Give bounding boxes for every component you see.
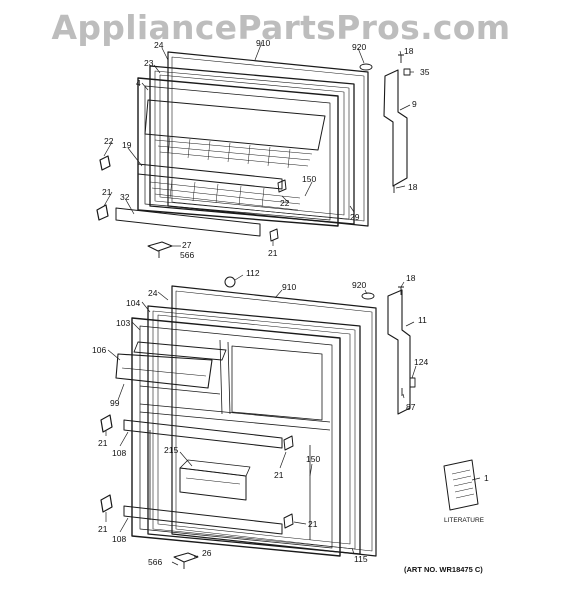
callout-lower-1: 1 xyxy=(484,473,489,483)
callout-upper-22-right: 22 xyxy=(280,198,290,208)
art-number: (ART NO. WR18475 C) xyxy=(404,565,483,574)
lower-gasket xyxy=(147,305,361,555)
literature-label: LITERATURE xyxy=(444,517,485,524)
literature-booklet-icon xyxy=(443,459,479,511)
callout-lower-920: 920 xyxy=(352,280,366,290)
lower-door-liner xyxy=(131,317,341,557)
lower-plug-right-icon xyxy=(361,292,375,300)
callout-lower-112: 112 xyxy=(246,268,260,278)
callout-lower-21-a: 21 xyxy=(98,438,108,448)
callout-lower-566: 566 xyxy=(148,557,162,567)
upper-rail-support-right-icon xyxy=(269,228,279,242)
upper-shelf-rail xyxy=(137,163,283,190)
lower-part-labels: 112 910 920 18 24 104 103 11 106 124 99 … xyxy=(92,268,489,567)
lower-shelf-rail-upper xyxy=(123,419,283,449)
callout-upper-27: 27 xyxy=(182,240,192,250)
callout-lower-99: 99 xyxy=(110,398,120,408)
callout-lower-103: 103 xyxy=(116,318,130,328)
lower-clip-icon xyxy=(409,377,416,388)
upper-screw-icon xyxy=(398,54,404,63)
callout-upper-23: 23 xyxy=(144,58,154,68)
upper-shelf-support-right-icon xyxy=(277,179,287,193)
callout-upper-21-left: 21 xyxy=(102,187,112,197)
callout-lower-24: 24 xyxy=(148,288,158,298)
callout-lower-108-b: 108 xyxy=(112,534,126,544)
callout-lower-150: 150 xyxy=(306,454,320,464)
callout-upper-566: 566 xyxy=(180,250,194,260)
lower-shelf-support-left-icon xyxy=(100,414,113,433)
upper-part-labels: 910 920 18 35 9 18 24 23 4 22 19 150 22 … xyxy=(102,38,430,260)
callout-lower-26: 26 xyxy=(202,548,212,558)
upper-handle-bracket xyxy=(383,69,408,187)
lower-rail-support-left-icon xyxy=(100,494,113,513)
lower-door-assembly xyxy=(100,274,481,569)
callout-lower-910: 910 xyxy=(282,282,296,292)
callout-upper-24: 24 xyxy=(154,40,164,50)
callout-upper-910: 910 xyxy=(256,38,270,48)
lower-shelf-rail-lower xyxy=(123,505,283,535)
callout-upper-4: 4 xyxy=(136,78,141,88)
lower-plug-icon xyxy=(224,276,236,288)
callout-upper-18-bottom: 18 xyxy=(408,182,418,192)
lower-outer-door-panel xyxy=(171,285,377,557)
callout-lower-115: 115 xyxy=(354,554,368,564)
lower-dairy-door xyxy=(115,353,213,389)
callout-upper-150: 150 xyxy=(302,174,316,184)
upper-stop-icon xyxy=(147,241,173,252)
callout-lower-21-c: 21 xyxy=(98,524,108,534)
callout-upper-19: 19 xyxy=(122,140,132,150)
callout-upper-9: 9 xyxy=(412,99,417,109)
upper-shelf-support-left-icon xyxy=(99,155,111,171)
callout-lower-18: 18 xyxy=(406,273,416,283)
callout-lower-124: 124 xyxy=(414,357,428,367)
lower-rail-support-right-icon xyxy=(283,513,294,529)
lower-handle-bracket xyxy=(387,289,411,415)
callout-lower-87: 87 xyxy=(406,402,416,412)
upper-clip-icon xyxy=(403,68,411,76)
callout-upper-35: 35 xyxy=(420,67,430,77)
lower-door-bin xyxy=(179,467,247,501)
callout-upper-32: 32 xyxy=(120,192,130,202)
upper-door-rail xyxy=(115,207,261,237)
callout-upper-18-top: 18 xyxy=(404,46,414,56)
callout-lower-21-d: 21 xyxy=(308,519,318,529)
lower-shelf-support-right-icon xyxy=(283,435,294,451)
upper-door-assembly xyxy=(96,41,414,258)
lower-stop-icon xyxy=(173,552,199,563)
upper-gasket xyxy=(149,65,355,225)
callout-lower-106: 106 xyxy=(92,345,106,355)
upper-rail-support-left-icon xyxy=(96,204,109,221)
callout-upper-920: 920 xyxy=(352,42,366,52)
callout-upper-29: 29 xyxy=(350,212,360,222)
callout-lower-215: 215 xyxy=(164,445,178,455)
callout-upper-22-left: 22 xyxy=(104,136,114,146)
callout-lower-108-a: 108 xyxy=(112,448,126,458)
upper-plug-icon xyxy=(359,63,373,71)
callout-upper-21-right: 21 xyxy=(268,248,278,258)
callout-lower-104: 104 xyxy=(126,298,140,308)
callout-lower-21-b: 21 xyxy=(274,470,284,480)
callout-lower-11: 11 xyxy=(418,315,427,325)
